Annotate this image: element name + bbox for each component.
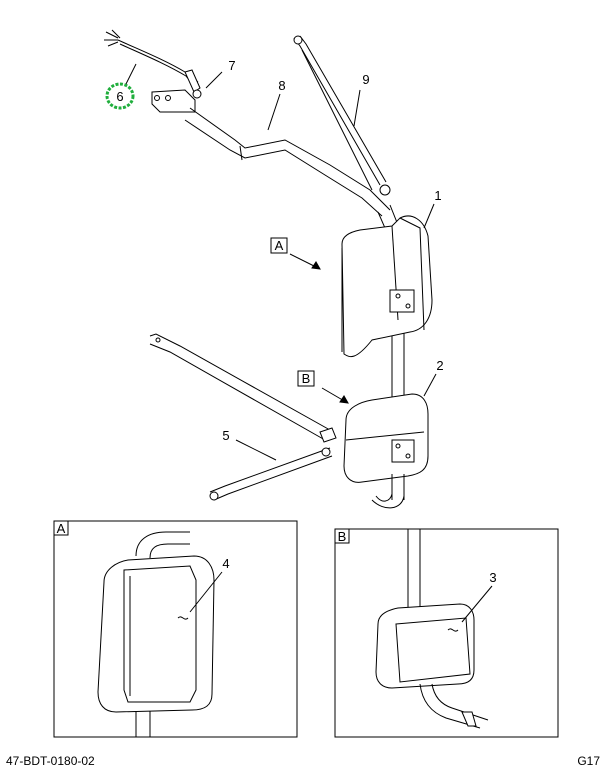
callout-4[interactable]: 4	[222, 556, 229, 571]
mirror-arm-assembly	[104, 29, 433, 509]
callout-3[interactable]: 3	[489, 570, 496, 585]
view-label-a: A	[270, 237, 288, 254]
sheet-code: G17	[577, 754, 600, 768]
spot-mirror-head	[343, 393, 429, 483]
upper-arm-tube	[184, 107, 391, 217]
wire-harness	[104, 29, 201, 93]
view-label-a-text: A	[275, 238, 284, 253]
view-arrows	[289, 253, 349, 404]
detail-b-mirror	[375, 529, 489, 729]
detail-label-b: B	[338, 529, 347, 544]
detail-b-squiggle	[447, 628, 459, 632]
callout-6-highlight[interactable]: 6	[105, 82, 135, 110]
callout-5[interactable]: 5	[222, 428, 229, 443]
detail-a-squiggle	[177, 616, 189, 620]
leader-lines	[205, 71, 437, 461]
callout-9[interactable]: 9	[362, 72, 369, 87]
callout-6-leader	[125, 63, 137, 85]
callout-2[interactable]: 2	[436, 358, 443, 373]
detail-b-leader	[461, 585, 493, 623]
detail-a-leader	[189, 571, 223, 613]
view-label-b: B	[297, 370, 315, 387]
document-id: 47-BDT-0180-02	[6, 754, 95, 768]
view-label-b-text: B	[302, 371, 311, 386]
detail-a-mirror	[97, 531, 215, 737]
lower-brace-rod	[209, 447, 333, 501]
callout-1[interactable]: 1	[434, 188, 441, 203]
callout-7[interactable]: 7	[228, 58, 235, 73]
upper-arm-bracket	[151, 89, 202, 113]
callout-6[interactable]: 6	[116, 89, 123, 104]
post-bottom-loop	[371, 474, 405, 509]
callout-8[interactable]: 8	[278, 78, 285, 93]
brace-rod	[293, 35, 391, 196]
detail-box-a: A 4	[53, 520, 298, 738]
detail-box-b: B 3	[334, 528, 559, 738]
lower-arm-tube	[149, 333, 337, 443]
main-mirror-head	[341, 215, 433, 358]
detail-label-a: A	[57, 521, 66, 536]
